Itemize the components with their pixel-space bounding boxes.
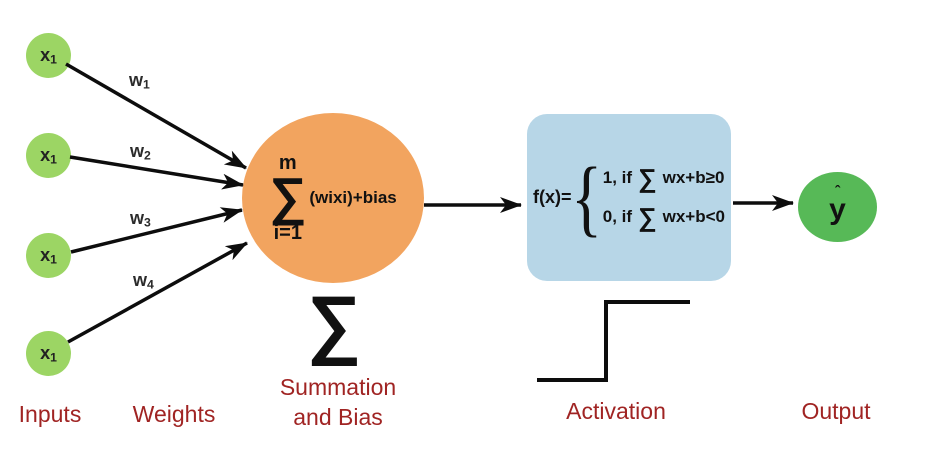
arrow-input4-to-sum	[67, 241, 248, 344]
case-row-1: 1, if ∑ wx+b≥0	[603, 165, 725, 191]
curly-brace: {	[570, 148, 602, 245]
activation-formula: f(x)= { 1, if ∑ wx+b≥0 0, if ∑ wx+b<0	[532, 148, 725, 245]
output-label: y	[829, 193, 846, 227]
stage-label-weights: Weights	[132, 401, 216, 427]
weight-label-2: w2	[130, 141, 151, 163]
activation-box: f(x)= { 1, if ∑ wx+b≥0 0, if ∑ wx+b<0	[527, 114, 731, 281]
summation-expression: (wixi)+bias	[309, 187, 397, 207]
sigma-with-limits: m ∑ i=1	[269, 153, 306, 243]
sigma-upper-limit: m	[278, 152, 297, 175]
input-node-3: x1	[26, 233, 71, 278]
stage-label-activation: Activation	[566, 398, 666, 424]
summation-formula: m ∑ i=1 (wixi)+bias	[269, 153, 396, 243]
case-1-expression: wx+b≥0	[662, 167, 725, 187]
arrow-input2-to-sum	[69, 155, 244, 190]
step-function-sketch	[537, 300, 690, 382]
input-node-2: x1	[26, 133, 71, 178]
input-node-label: x1	[40, 342, 57, 365]
sigma-lower-limit: i=1	[273, 221, 302, 244]
case-1-sigma: ∑	[638, 162, 657, 193]
case-1-condition: 1, if	[602, 167, 633, 187]
stage-label-inputs: Inputs	[18, 401, 82, 427]
fx-label: f(x)=	[532, 186, 572, 207]
weight-label-3: w3	[130, 208, 151, 230]
stage-label-output: Output	[801, 398, 871, 424]
input-node-label: x1	[40, 44, 57, 67]
output-node: ˆ y	[798, 172, 877, 242]
case-2-condition: 0, if	[602, 206, 633, 226]
case-row-2: 0, if ∑ wx+b<0	[603, 204, 725, 230]
case-2-sigma: ∑	[638, 201, 657, 232]
summation-label-line1: Summation	[279, 374, 397, 400]
stage-label-summation-bias: Summation and Bias	[280, 372, 396, 432]
output-hat: ˆ	[835, 182, 840, 200]
big-sigma-annotation: ∑	[306, 281, 362, 366]
case-2-expression: wx+b<0	[662, 206, 725, 226]
input-node-label: x1	[40, 144, 57, 167]
input-node-label: x1	[40, 244, 57, 267]
input-node-1: x1	[26, 33, 71, 78]
activation-cases: 1, if ∑ wx+b≥0 0, if ∑ wx+b<0	[603, 165, 725, 230]
weight-label-1: w1	[129, 70, 150, 92]
summation-label-line2: and Bias	[293, 404, 383, 430]
input-node-4: x1	[26, 331, 71, 376]
sigma-symbol: ∑	[269, 168, 307, 227]
arrow-input1-to-sum	[65, 62, 247, 170]
weight-label-4: w4	[133, 270, 154, 292]
summation-node: m ∑ i=1 (wixi)+bias	[242, 113, 424, 283]
arrow-input3-to-sum	[70, 207, 243, 254]
